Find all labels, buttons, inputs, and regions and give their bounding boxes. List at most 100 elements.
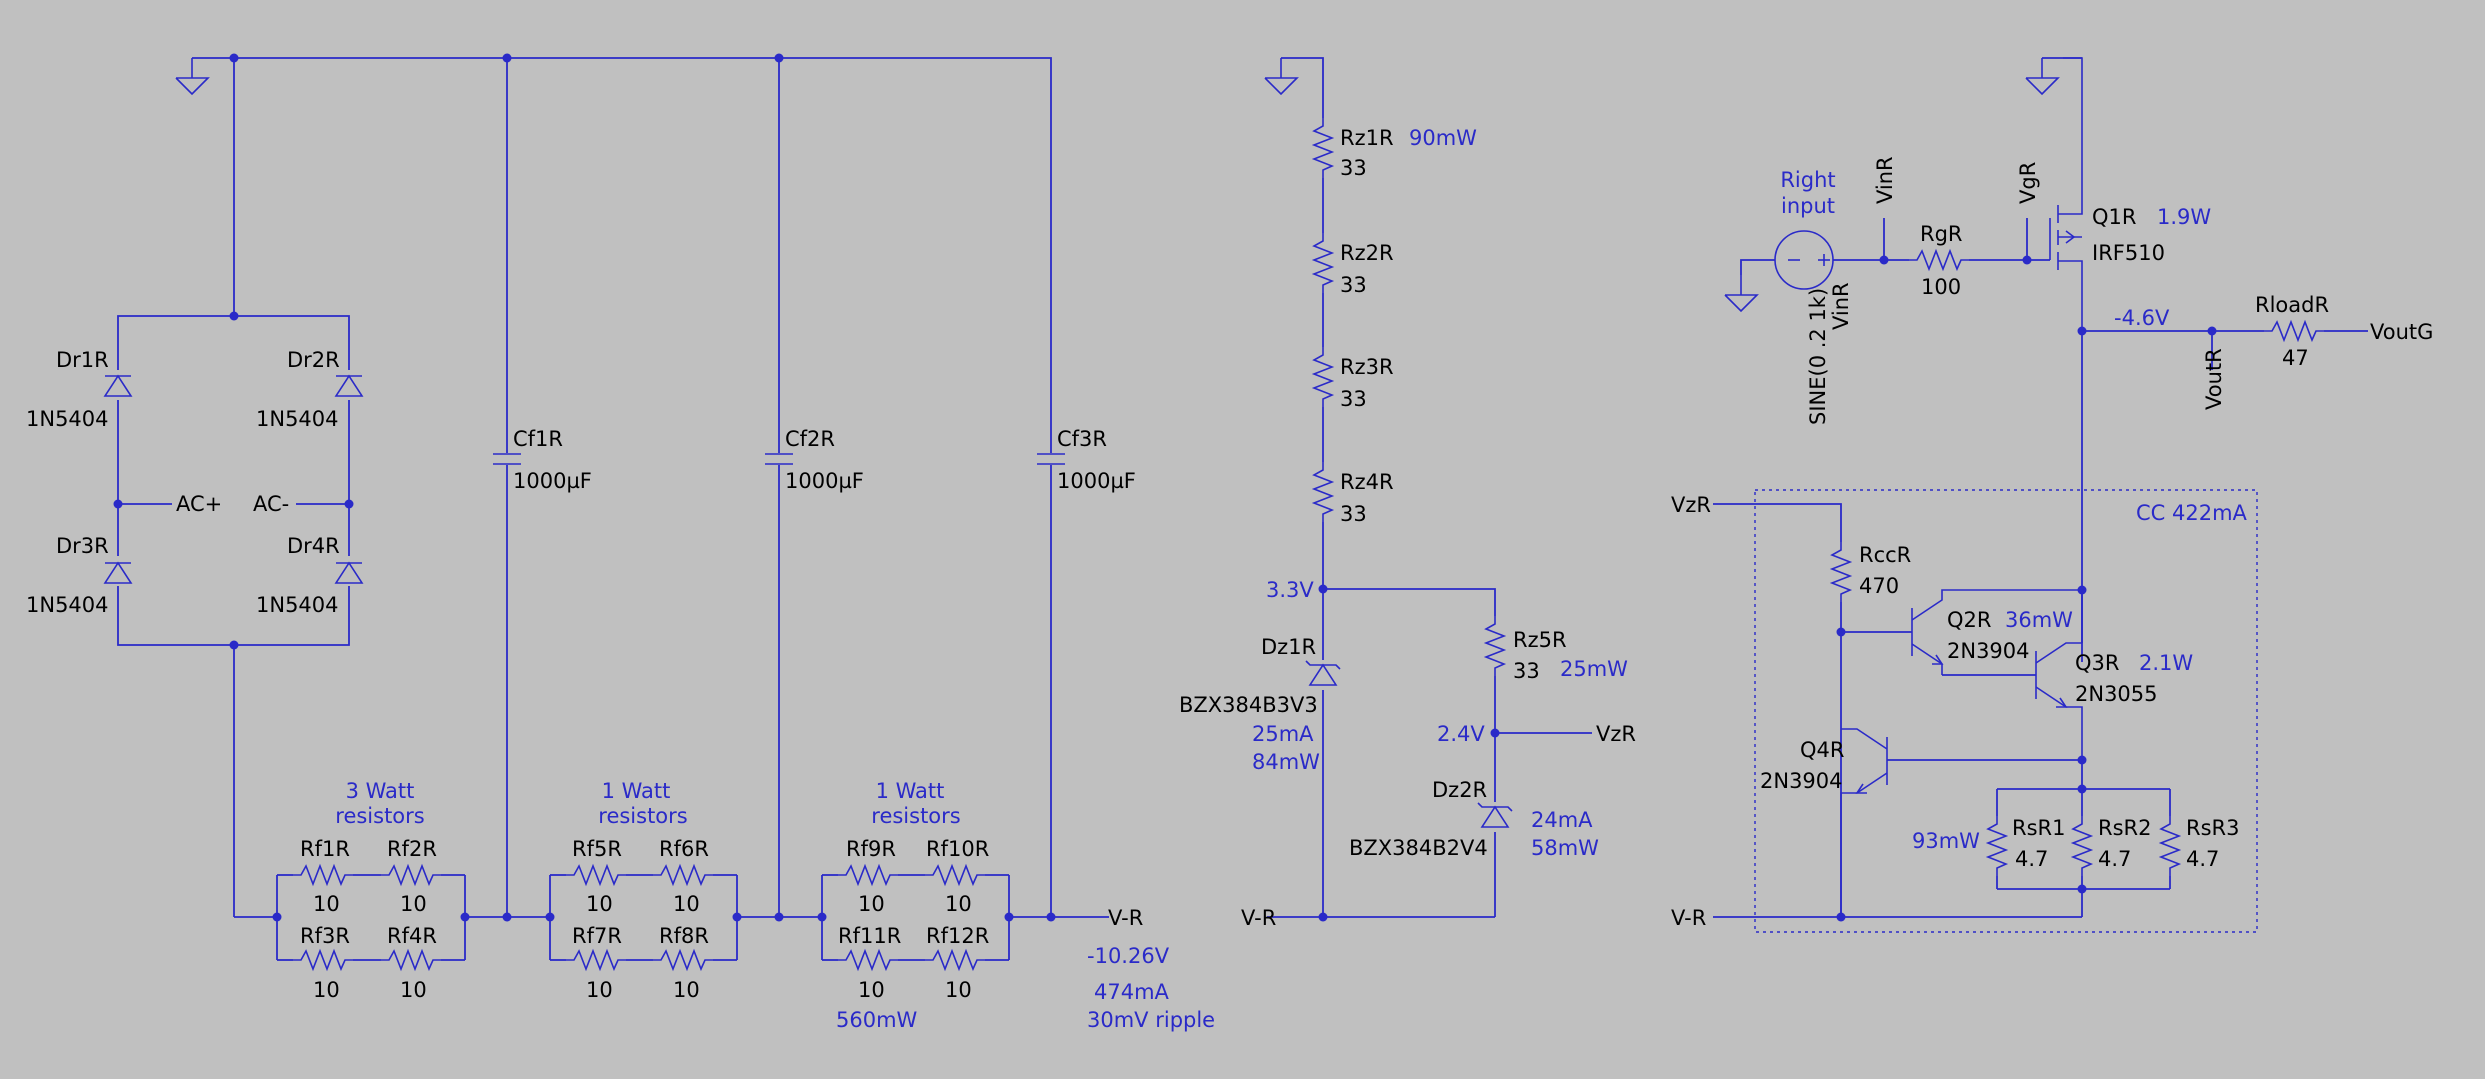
zr-rail-label: V-R bbox=[1241, 906, 1276, 930]
bjt-q3r-symbol bbox=[2035, 642, 2083, 760]
filter-group-2 bbox=[507, 865, 784, 970]
voutg-net-label: VoutG bbox=[2370, 320, 2433, 344]
dz2r-power: 58mW bbox=[1531, 836, 1599, 860]
ps-rail-label: V-R bbox=[1108, 906, 1143, 930]
rf10r-ref: Rf10R bbox=[926, 837, 989, 861]
rz3r-ref: Rz3R bbox=[1340, 355, 1394, 379]
amplifier: Right input SINE(0 .2 1k) VinR VinR RgR … bbox=[1671, 57, 2433, 933]
rz1r-power: 90mW bbox=[1409, 126, 1477, 150]
current-source-box bbox=[1754, 489, 2258, 933]
ground-symbol-4 bbox=[2025, 57, 2059, 95]
q2r-power: 36mW bbox=[2005, 608, 2073, 632]
rf5r-value: 10 bbox=[586, 892, 613, 916]
rz5r-value: 33 bbox=[1513, 659, 1540, 683]
q2r-part: 2N3904 bbox=[1947, 639, 2030, 663]
rgr-ref: RgR bbox=[1920, 222, 1963, 246]
rf1r-value: 10 bbox=[313, 892, 340, 916]
rf2r-value: 10 bbox=[400, 892, 427, 916]
dr1r-part: 1N5404 bbox=[26, 407, 109, 431]
fg2-note1: 1 Watt bbox=[602, 779, 671, 803]
dz1r-power: 84mW bbox=[1252, 750, 1320, 774]
dz2r-current: 24mA bbox=[1531, 808, 1593, 832]
rloadr-ref: RloadR bbox=[2255, 293, 2329, 317]
rgr-value: 100 bbox=[1921, 275, 1961, 299]
bjt-q4r-symbol bbox=[1840, 728, 1888, 917]
fg1-note1: 3 Watt bbox=[346, 779, 415, 803]
zener-reference: Rz1R 90mW 33 Rz2R 33 Rz3R 33 Rz4R 33 3.3… bbox=[1179, 57, 1636, 930]
cf2r-ref: Cf2R bbox=[785, 427, 835, 451]
rz3r-value: 33 bbox=[1340, 387, 1367, 411]
ac-plus-label: AC+ bbox=[176, 492, 222, 516]
power-supply: Dr1R 1N5404 Dr2R 1N5404 Dr3R 1N5404 Dr4R… bbox=[26, 53, 1215, 1032]
dr2r-part: 1N5404 bbox=[256, 407, 339, 431]
rf5r-ref: Rf5R bbox=[572, 837, 622, 861]
input-note1: Right bbox=[1780, 168, 1835, 192]
rsr3-value: 4.7 bbox=[2186, 847, 2219, 871]
q3r-power: 2.1W bbox=[2139, 651, 2193, 675]
rz2r-ref: Rz2R bbox=[1340, 241, 1394, 265]
input-note2: input bbox=[1781, 194, 1835, 218]
filter-group-1 bbox=[234, 865, 512, 970]
cf1r-ref: Cf1R bbox=[513, 427, 563, 451]
rf6r-value: 10 bbox=[673, 892, 700, 916]
rf12r-ref: Rf12R bbox=[926, 924, 989, 948]
ground-symbol-2 bbox=[1264, 57, 1298, 95]
dr3r-part: 1N5404 bbox=[26, 593, 109, 617]
rf3r-ref: Rf3R bbox=[300, 924, 350, 948]
vout-net-label: VoutR bbox=[2202, 348, 2226, 410]
vz-net-label: VzR bbox=[1596, 722, 1636, 746]
dr1r-ref: Dr1R bbox=[56, 348, 109, 372]
dr4r-part: 1N5404 bbox=[256, 593, 339, 617]
rf11r-value: 10 bbox=[858, 978, 885, 1002]
rf11r-ref: Rf11R bbox=[838, 924, 901, 948]
source-ref: VinR bbox=[1829, 282, 1853, 330]
fg1-note2: resistors bbox=[335, 804, 424, 828]
vz-in-label: VzR bbox=[1671, 493, 1711, 517]
fg2-note2: resistors bbox=[598, 804, 687, 828]
filter-power: 560mW bbox=[836, 1008, 918, 1032]
rsr2-ref: RsR2 bbox=[2098, 816, 2151, 840]
ground-symbol-3 bbox=[1724, 274, 1758, 312]
cc-label: CC 422mA bbox=[2136, 501, 2248, 525]
q1r-ref: Q1R bbox=[2092, 205, 2136, 229]
fg3-note2: resistors bbox=[871, 804, 960, 828]
dz1r-part: BZX384B3V3 bbox=[1179, 693, 1318, 717]
source-value: SINE(0 .2 1k) bbox=[1806, 288, 1830, 425]
rccr-ref: RccR bbox=[1859, 543, 1911, 567]
rf2r-ref: Rf2R bbox=[387, 837, 437, 861]
dz2r-ref: Dz2R bbox=[1432, 778, 1487, 802]
rs-power: 93mW bbox=[1912, 829, 1980, 853]
rf4r-value: 10 bbox=[400, 978, 427, 1002]
rf6r-ref: Rf6R bbox=[659, 837, 709, 861]
amp-rail-label: V-R bbox=[1671, 906, 1706, 930]
cf1r-value: 1000µF bbox=[513, 469, 592, 493]
q1r-power: 1.9W bbox=[2157, 205, 2211, 229]
q3r-part: 2N3055 bbox=[2075, 682, 2158, 706]
rf12r-value: 10 bbox=[945, 978, 972, 1002]
rz5r-power: 25mW bbox=[1560, 657, 1628, 681]
rf1r-ref: Rf1R bbox=[300, 837, 350, 861]
q1r-part: IRF510 bbox=[2092, 241, 2165, 265]
cf3r-value: 1000µF bbox=[1057, 469, 1136, 493]
q4r-part: 2N3904 bbox=[1760, 769, 1843, 793]
rz1r-ref: Rz1R bbox=[1340, 126, 1394, 150]
rf10r-value: 10 bbox=[945, 892, 972, 916]
q4r-ref: Q4R bbox=[1800, 738, 1844, 762]
dz1r-current: 25mA bbox=[1252, 722, 1314, 746]
bjt-q2r-symbol bbox=[1911, 589, 2082, 675]
mosfet-q1r-symbol bbox=[2049, 57, 2083, 331]
dr3r-ref: Dr3R bbox=[56, 534, 109, 558]
rsr1-value: 4.7 bbox=[2015, 847, 2048, 871]
dz1r-ref: Dz1R bbox=[1261, 635, 1316, 659]
fg3-note1: 1 Watt bbox=[876, 779, 945, 803]
rf9r-ref: Rf9R bbox=[846, 837, 896, 861]
cf2r-value: 1000µF bbox=[785, 469, 864, 493]
rail-ripple: 30mV ripple bbox=[1087, 1008, 1215, 1032]
rz1r-value: 33 bbox=[1340, 156, 1367, 180]
rf7r-ref: Rf7R bbox=[572, 924, 622, 948]
rf8r-ref: Rf8R bbox=[659, 924, 709, 948]
rf9r-value: 10 bbox=[858, 892, 885, 916]
rz4r-value: 33 bbox=[1340, 502, 1367, 526]
ac-minus-label: AC- bbox=[253, 492, 289, 516]
